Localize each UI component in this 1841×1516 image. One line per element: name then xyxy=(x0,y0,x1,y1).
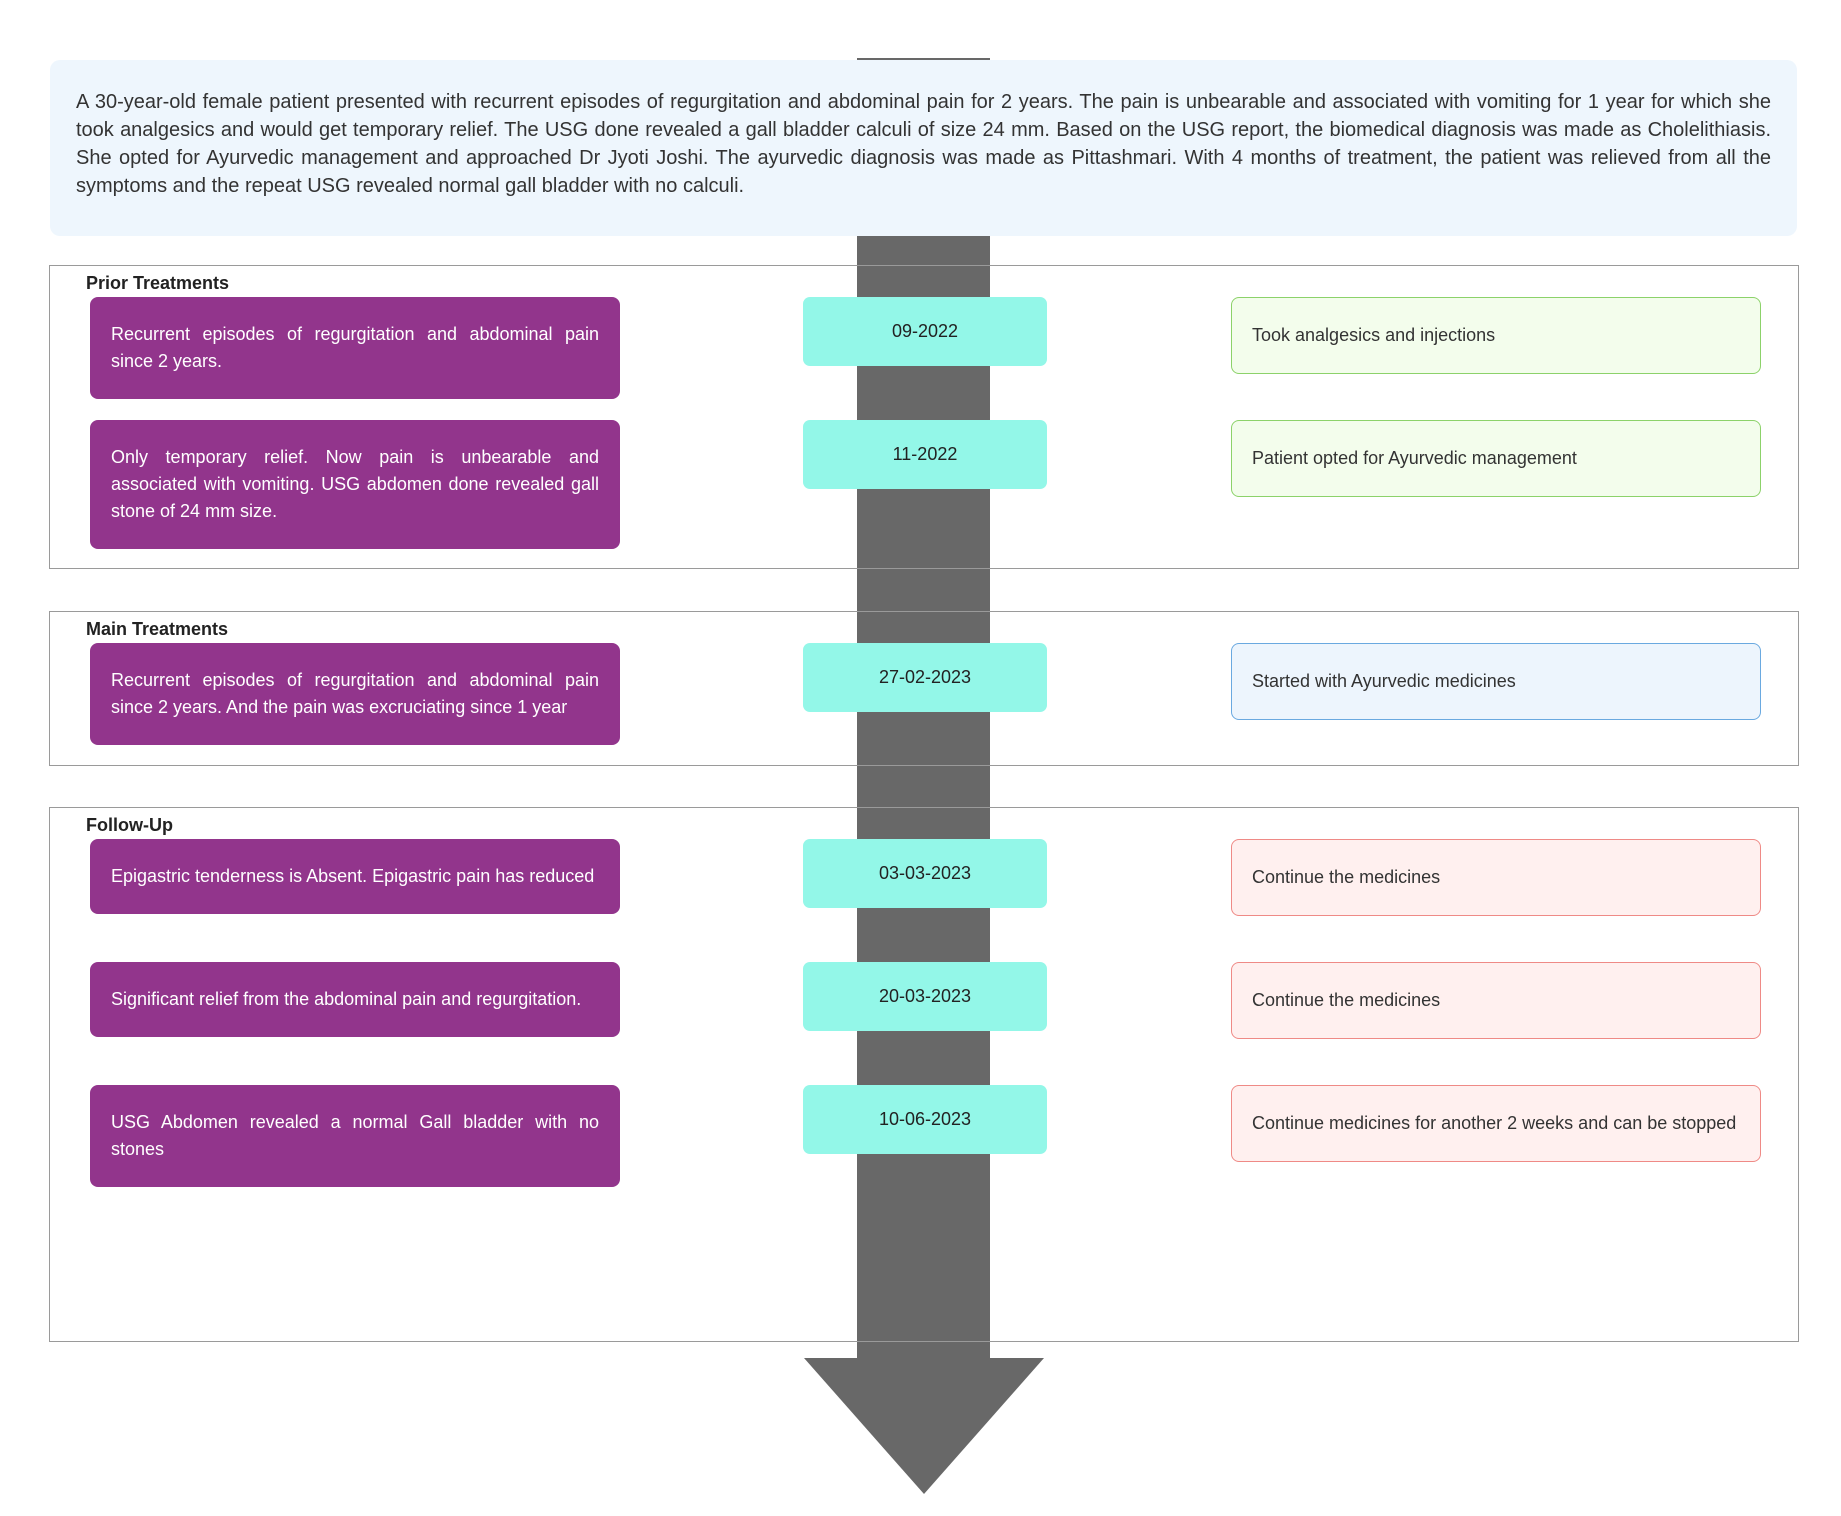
action-box: Took analgesics and injections xyxy=(1231,297,1761,374)
case-summary: A 30-year-old female patient presented w… xyxy=(50,60,1797,236)
event-box: Epigastric tenderness is Absent. Epigast… xyxy=(90,839,620,914)
section-main-treatments: Main Treatments xyxy=(49,611,1799,766)
date-box: 10-06-2023 xyxy=(803,1085,1047,1154)
action-box: Continue the medicines xyxy=(1231,962,1761,1039)
action-box: Patient opted for Ayurvedic management xyxy=(1231,420,1761,497)
event-box: Only temporary relief. Now pain is unbea… xyxy=(90,420,620,549)
section-prior-treatments: Prior Treatments xyxy=(49,265,1799,569)
event-box: Recurrent episodes of regurgitation and … xyxy=(90,643,620,745)
date-box: 09-2022 xyxy=(803,297,1047,366)
date-box: 27-02-2023 xyxy=(803,643,1047,712)
section-title: Main Treatments xyxy=(86,619,229,639)
section-title: Prior Treatments xyxy=(86,273,230,293)
date-box: 20-03-2023 xyxy=(803,962,1047,1031)
timeline-arrow-head xyxy=(804,1358,1044,1494)
event-box: Significant relief from the abdominal pa… xyxy=(90,962,620,1037)
event-box: USG Abdomen revealed a normal Gall bladd… xyxy=(90,1085,620,1187)
date-box: 03-03-2023 xyxy=(803,839,1047,908)
action-box: Continue the medicines xyxy=(1231,839,1761,916)
action-box: Continue medicines for another 2 weeks a… xyxy=(1231,1085,1761,1162)
event-box: Recurrent episodes of regurgitation and … xyxy=(90,297,620,399)
section-title: Follow-Up xyxy=(86,815,173,835)
section-follow-up: Follow-Up xyxy=(49,807,1799,1342)
action-box: Started with Ayurvedic medicines xyxy=(1231,643,1761,720)
date-box: 11-2022 xyxy=(803,420,1047,489)
